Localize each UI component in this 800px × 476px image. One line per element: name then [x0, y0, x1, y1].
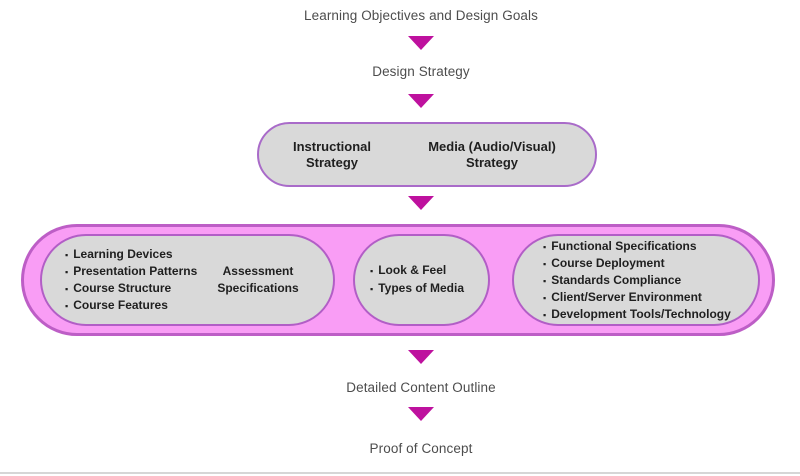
list-item-label: Functional Specifications: [551, 238, 697, 253]
media-strategy-label: Media (Audio/Visual) Strategy: [428, 138, 556, 170]
list-item: ▪ Development Tools/Technology: [543, 306, 731, 323]
instructional-strategy-label: Instructional Strategy: [292, 138, 371, 170]
label-detailed-content-outline: Detailed Content Outline: [346, 380, 496, 395]
list-item-label: Client/Server Environment: [551, 289, 702, 304]
label-design-strategy: Design Strategy: [372, 64, 470, 79]
list-item-label: Standards Compliance: [551, 272, 682, 287]
down-arrow-icon: [408, 36, 434, 50]
media-design-list: ▪ Look & Feel ▪ Types of Media: [370, 236, 464, 324]
list-item: ▪ Course Structure: [65, 280, 197, 297]
list-item: ▪ Course Features: [65, 297, 197, 314]
list-item: ▪ Standards Compliance: [543, 272, 731, 289]
media-design-box: ▪ Look & Feel ▪ Types of Media: [353, 234, 490, 326]
list-item: ▪ Presentation Patterns: [65, 263, 197, 280]
bullet-icon: ▪: [65, 301, 69, 311]
technical-design-box: ▪ Functional Specifications ▪ Course Dep…: [512, 234, 760, 326]
list-item-label: Look & Feel: [378, 263, 447, 277]
list-item-label: Course Deployment: [551, 255, 665, 270]
bullet-icon: ▪: [65, 267, 69, 277]
list-item-label: Development Tools/Technology: [551, 306, 731, 321]
label-proof-of-concept: Proof of Concept: [369, 441, 473, 456]
down-arrow-icon: [408, 350, 434, 364]
down-arrow-icon: [408, 196, 434, 210]
bullet-icon: ▪: [370, 266, 374, 276]
bullet-icon: ▪: [543, 292, 547, 303]
bullet-icon: ▪: [370, 284, 374, 294]
bullet-icon: ▪: [543, 275, 547, 286]
learning-design-box: ▪ Learning Devices ▪ Presentation Patter…: [40, 234, 335, 326]
down-arrow-icon: [408, 407, 434, 421]
list-item-label: Course Structure: [73, 281, 172, 295]
list-item: ▪ Client/Server Environment: [543, 289, 731, 306]
list-item-label: Presentation Patterns: [73, 264, 198, 278]
list-item-label: Learning Devices: [73, 247, 173, 261]
assessment-specifications-label: Assessment Specifications: [217, 264, 299, 295]
strategy-box: Instructional Strategy Media (Audio/Visu…: [257, 122, 597, 187]
list-item: ▪ Learning Devices: [65, 246, 197, 263]
bullet-icon: ▪: [543, 241, 547, 252]
list-item-label: Types of Media: [378, 281, 464, 295]
list-item: ▪ Look & Feel: [370, 262, 464, 280]
bullet-icon: ▪: [543, 258, 547, 269]
bottom-divider: [0, 472, 800, 474]
list-item-label: Course Features: [73, 298, 168, 312]
design-specs-container: ▪ Learning Devices ▪ Presentation Patter…: [21, 224, 775, 336]
bullet-icon: ▪: [65, 250, 69, 260]
bullet-icon: ▪: [65, 284, 69, 294]
list-item: ▪ Course Deployment: [543, 255, 731, 272]
bullet-icon: ▪: [543, 309, 547, 320]
list-item: ▪ Functional Specifications: [543, 238, 731, 255]
technical-design-list: ▪ Functional Specifications ▪ Course Dep…: [543, 236, 731, 324]
list-item: ▪ Types of Media: [370, 280, 464, 298]
label-learning-objectives: Learning Objectives and Design Goals: [304, 8, 538, 23]
learning-design-list: ▪ Learning Devices ▪ Presentation Patter…: [65, 236, 197, 324]
down-arrow-icon: [408, 94, 434, 108]
